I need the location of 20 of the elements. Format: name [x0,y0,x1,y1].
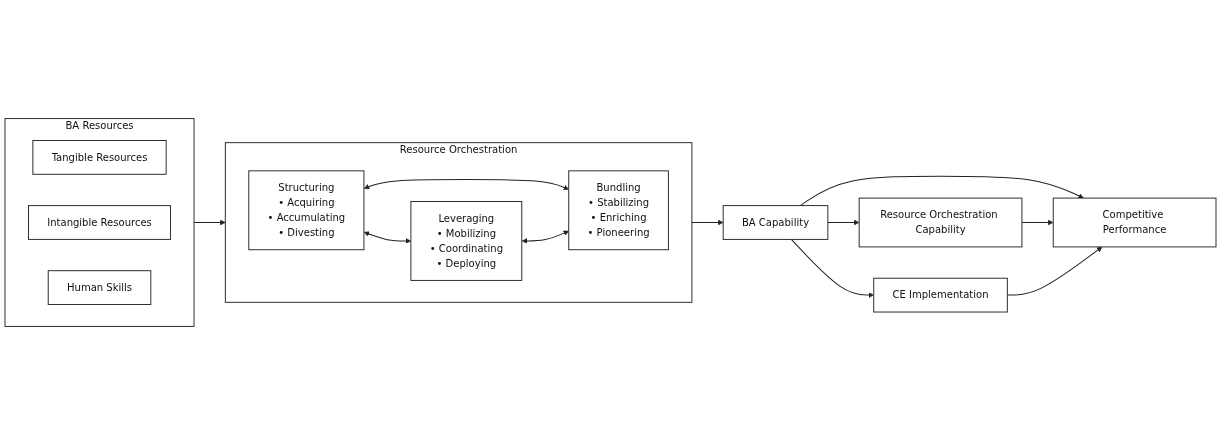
node-box: Resource Orchestration Capability [858,197,1023,248]
node-box: Leveraging • Mobilizing • Coordinating • Deploying [410,201,523,281]
node-box: Tangible Resources [32,140,167,175]
node-box: Bundling • Stabilizing • Enriching • Pioneering [568,170,669,251]
node-box: Intangible Resources [28,205,171,240]
node-box: CE Implementation [873,277,1008,313]
arrow [827,219,860,226]
arrow [790,238,874,298]
arrow [691,219,724,226]
arrow [1006,246,1103,296]
node-box: Structuring • Acquiring • Accumulating • Divesting [248,170,365,251]
arrow [1021,219,1054,226]
arrow [193,219,226,226]
node-box: BA Capability [722,205,829,240]
arrow [363,231,412,244]
arrow [363,179,569,191]
node-box: Competitive Performance [1052,197,1217,248]
node-box: Human Skills [47,270,152,305]
arrow [799,175,1084,207]
arrow [521,230,569,244]
